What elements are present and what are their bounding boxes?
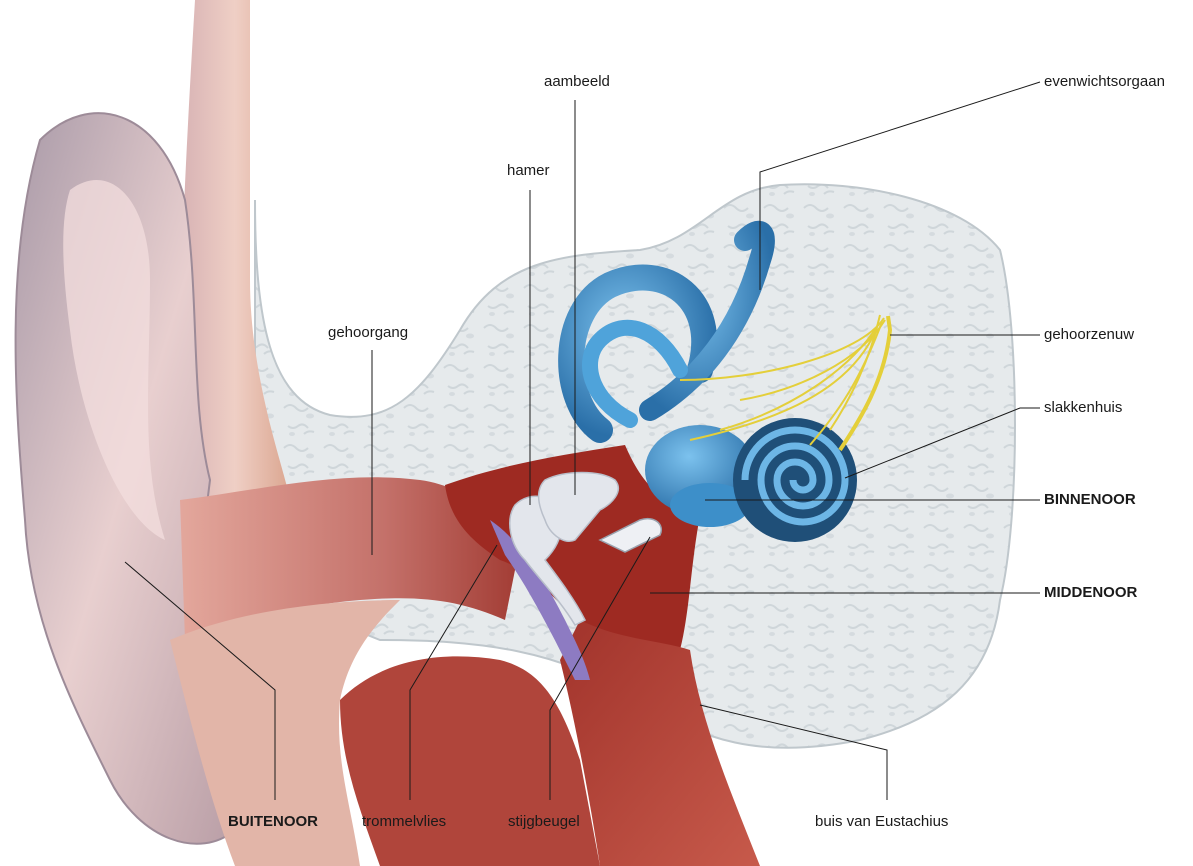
- label-slakkenhuis: slakkenhuis: [1044, 399, 1122, 417]
- label-aambeeld: aambeeld: [544, 73, 610, 91]
- label-gehoorzenuw: gehoorzenuw: [1044, 326, 1134, 344]
- cochlea: [733, 418, 857, 542]
- label-buitenoor: BUITENOOR: [228, 813, 318, 831]
- label-hamer: hamer: [507, 162, 550, 180]
- label-middenoor: MIDDENOOR: [1044, 584, 1137, 602]
- label-trommelvlies: trommelvlies: [362, 813, 446, 831]
- label-buis-van-eustachius: buis van Eustachius: [815, 813, 948, 831]
- label-evenwichtsorgaan: evenwichtsorgaan: [1044, 73, 1165, 91]
- eustachian-tube-inner: [340, 656, 600, 866]
- label-gehoorgang: gehoorgang: [328, 324, 408, 342]
- label-stijgbeugel: stijgbeugel: [508, 813, 580, 831]
- label-binnenoor: BINNENOOR: [1044, 491, 1136, 509]
